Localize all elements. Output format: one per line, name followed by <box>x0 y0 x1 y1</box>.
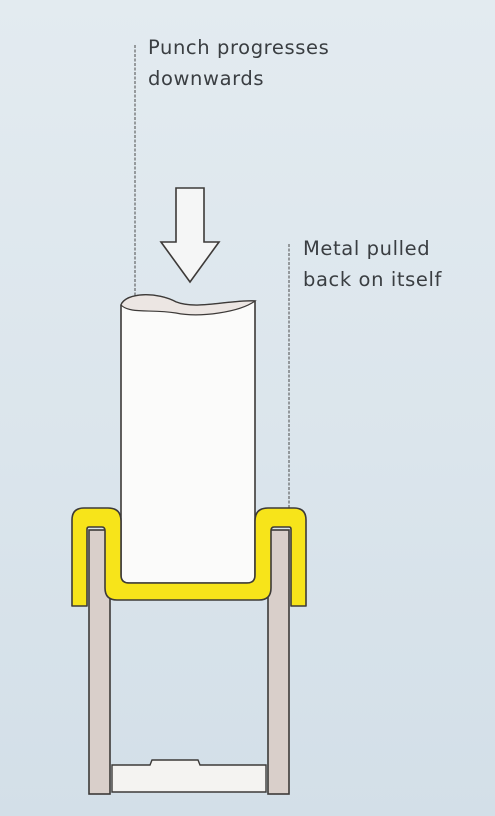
metal-label-line-1: Metal pulled <box>303 237 431 260</box>
die-left-wall <box>88 529 111 795</box>
down-arrow-icon <box>159 187 221 284</box>
metal-sheet <box>71 507 307 607</box>
die-right-wall <box>267 529 290 795</box>
punch-label-line-1: Punch progresses <box>148 36 330 59</box>
metal-label: Metal pulled back on itself <box>303 233 442 295</box>
punch-label: Punch progresses downwards <box>148 32 329 94</box>
punch-top-section <box>120 294 257 316</box>
metal-label-line-2: back on itself <box>303 268 442 291</box>
punch-label-line-2: downwards <box>148 67 265 90</box>
punch <box>120 294 256 584</box>
die-bottom-plate <box>111 759 267 793</box>
